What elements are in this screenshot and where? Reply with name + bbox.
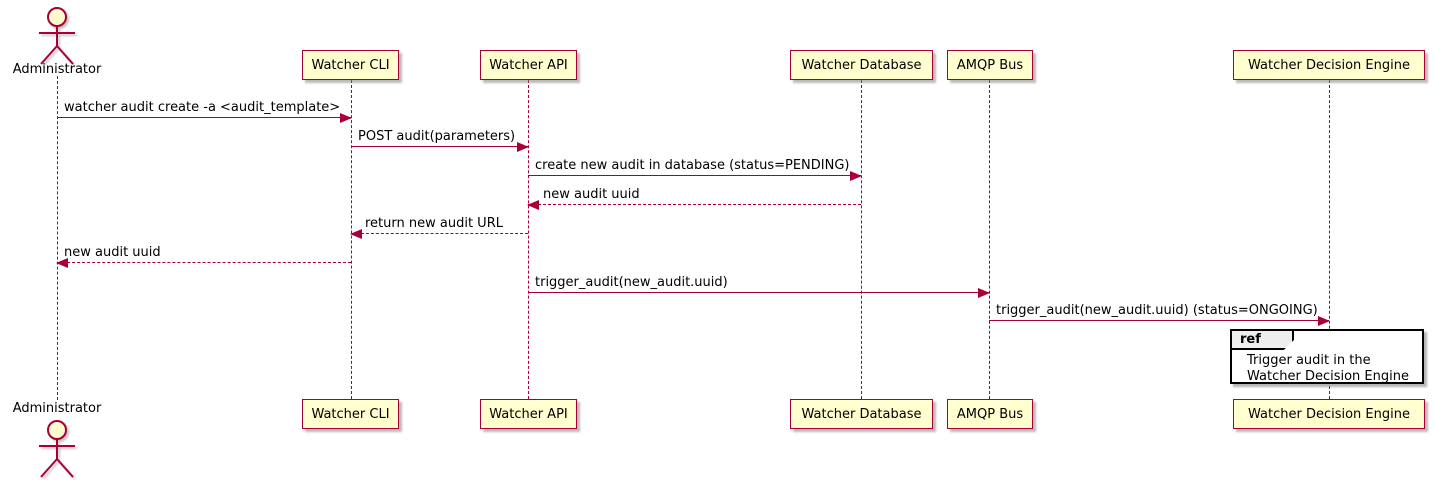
arrowhead-left-icon	[527, 199, 539, 210]
participant-box-watcher-api-bottom: Watcher API	[480, 399, 577, 429]
participant-box-amqp-bus-bottom: AMQP Bus	[947, 399, 1033, 429]
arrowhead-right-icon	[1318, 315, 1330, 326]
message-label: return new audit URL	[365, 216, 503, 231]
lifeline-watcher-api	[528, 80, 529, 399]
message-label: trigger_audit(new_audit.uuid) (status=ON…	[996, 303, 1318, 318]
ref-fragment-text: Trigger audit in the Watcher Decision En…	[1247, 353, 1409, 385]
participant-label-administrator-bottom: Administrator	[12, 401, 102, 416]
arrowhead-left-icon	[56, 257, 68, 268]
ref-fragment-line: Watcher Decision Engine	[1247, 369, 1409, 384]
participant-box-amqp-bus-top: AMQP Bus	[947, 50, 1033, 80]
actor-icon	[39, 7, 75, 65]
participant-box-watcher-database-top: Watcher Database	[790, 50, 933, 80]
arrowhead-right-icon	[517, 141, 529, 152]
arrowhead-left-icon	[350, 228, 362, 239]
actor-icon	[39, 420, 75, 478]
participant-box-watcher-database-bottom: Watcher Database	[790, 399, 933, 429]
message-arrow	[989, 315, 1330, 326]
message-arrow	[56, 257, 351, 268]
lifeline-amqp-bus	[989, 80, 990, 399]
arrowhead-right-icon	[850, 170, 862, 181]
message-label: new audit uuid	[543, 187, 640, 202]
arrowhead-right-icon	[340, 112, 352, 123]
ref-fragment: ref Trigger audit in the Watcher Decisio…	[1230, 329, 1424, 384]
ref-fragment-line: Trigger audit in the	[1247, 353, 1371, 368]
participant-box-watcher-decision-engine-top: Watcher Decision Engine	[1233, 50, 1425, 80]
message-arrow	[350, 228, 528, 239]
message-arrow	[528, 287, 990, 298]
lifeline-watcher-database	[861, 80, 862, 399]
message-label: trigger_audit(new_audit.uuid)	[535, 275, 728, 290]
participant-box-watcher-decision-engine-bottom: Watcher Decision Engine	[1233, 399, 1425, 429]
message-label: POST audit(parameters)	[358, 129, 516, 144]
participant-box-watcher-api-top: Watcher API	[480, 50, 577, 80]
lifeline-watcher-cli	[351, 80, 352, 399]
message-arrow	[57, 112, 352, 123]
message-label: new audit uuid	[64, 245, 161, 260]
message-arrow	[528, 170, 862, 181]
lifeline-administrator	[57, 76, 58, 400]
lifeline-watcher-decision-engine	[1329, 80, 1330, 399]
message-arrow	[351, 141, 529, 152]
arrowhead-right-icon	[978, 287, 990, 298]
ref-keyword-tab: ref	[1230, 329, 1294, 350]
participant-box-watcher-cli-bottom: Watcher CLI	[302, 399, 399, 429]
message-label: create new audit in database (status=PEN…	[535, 158, 850, 173]
participant-box-watcher-cli-top: Watcher CLI	[302, 50, 399, 80]
message-label: watcher audit create -a <audit_template>	[64, 100, 341, 115]
participant-label-administrator-top: Administrator	[12, 62, 102, 77]
message-arrow	[527, 199, 861, 210]
